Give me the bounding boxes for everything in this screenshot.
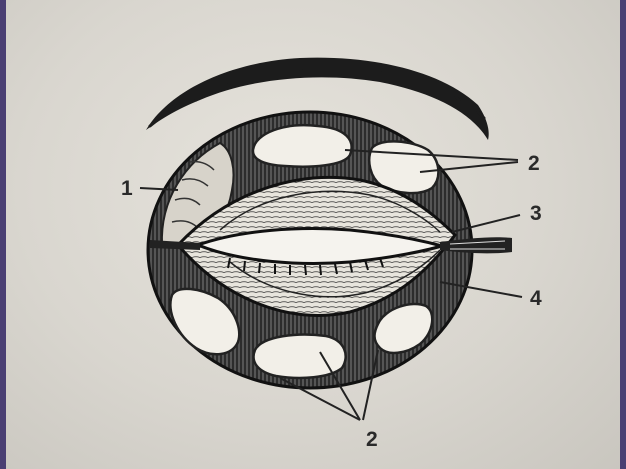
- label-4: 4: [530, 287, 542, 310]
- label-2-top: 2: [528, 152, 540, 175]
- scanned-figure-photo: 1 2 3 4 2: [6, 0, 620, 469]
- label-1: 1: [121, 177, 133, 200]
- label-3: 3: [530, 202, 542, 225]
- label-2-bottom: 2: [366, 428, 378, 451]
- orbicularis-oculi-diagram: 1 2 3 4 2: [6, 0, 620, 469]
